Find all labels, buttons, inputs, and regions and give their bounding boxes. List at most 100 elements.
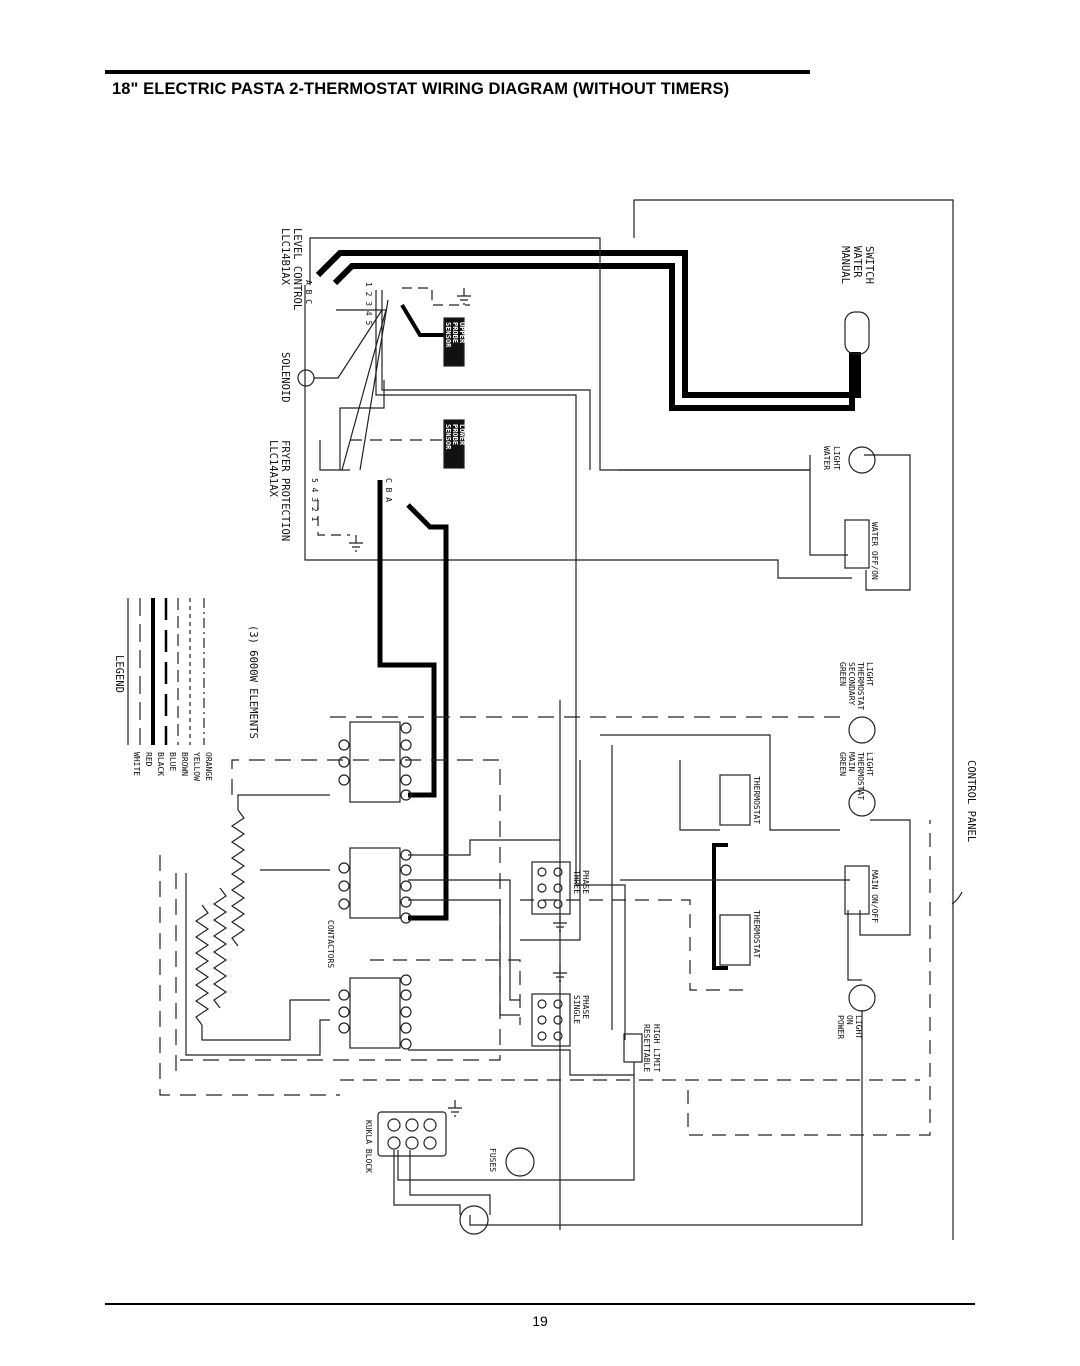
wire-upper-probe: [400, 303, 444, 337]
green-secondary-label: LIGHT: [865, 662, 874, 686]
wire-fryer-frame: [319, 440, 350, 471]
kukla-term: [423, 1118, 437, 1132]
solenoid-coil: [297, 369, 315, 387]
wire-water-light: [618, 455, 811, 471]
kukla-term: [405, 1118, 419, 1132]
dashed-element-1: [180, 759, 501, 1061]
wire-fryer-to-level: [339, 380, 385, 470]
three-phase-label: THREE: [572, 870, 581, 894]
page-title: 18" ELECTRIC PASTA 2-THERMOSTAT WIRING D…: [112, 80, 730, 98]
wire-main-switch-b: [847, 910, 862, 981]
power-on-light-label: LIGHT: [854, 1015, 863, 1039]
green-secondary-label: GREEN: [838, 662, 847, 686]
wire-level-frame-b: [304, 285, 852, 579]
wire-therm-2: [600, 734, 840, 831]
wire-ct-2: [408, 879, 520, 1001]
wire-ct-1: [408, 839, 560, 856]
resettable-high-limit-label: RESETTABLE: [642, 1024, 651, 1072]
wire-ct-3: [408, 899, 520, 1016]
wire-el-1: [237, 794, 330, 810]
thermostat-lower: [719, 914, 751, 966]
thick-wire-b: [332, 263, 855, 411]
fryer-protection-label: LLC14A1AX: [267, 440, 279, 498]
level-control-label: LEVEL CONTROL: [291, 228, 303, 310]
wire-term-2: [381, 290, 591, 470]
power-on-light-label: POWER: [836, 1015, 845, 1039]
legend-item: BLACK: [156, 752, 165, 776]
sensor-probe-lower-box: [443, 419, 465, 469]
green-main-light: [848, 789, 876, 817]
wire-therm-5: [520, 760, 581, 941]
water-light-label: LIGHT: [832, 446, 841, 470]
wire-dashed-therm-b: [370, 959, 521, 1025]
wire-dashed-panel: [687, 820, 931, 1136]
wire-upper-probe-dash: [402, 287, 470, 306]
water-off-on-label: WATER OFF/ON: [870, 522, 879, 580]
manual-water-switch-label: MANUAL: [839, 246, 851, 284]
water-light: [848, 446, 876, 474]
kukla-term: [387, 1118, 401, 1132]
high-limit-body: [623, 1033, 643, 1063]
element-coil-2: [212, 887, 228, 1009]
sensor-probe-upper-label: UPPER: [458, 322, 466, 344]
manual-water-switch-label: WATER: [851, 246, 863, 278]
level-abc-terminals: A B C: [304, 280, 313, 304]
sensor-probe-upper-label: SENSOR: [444, 322, 452, 348]
green-main-label: THERMOSTAT: [856, 752, 865, 800]
control-panel-pointer: [951, 891, 963, 905]
power-inlet: [459, 1205, 489, 1235]
sensor-probe-lower-label: SENSOR: [444, 424, 452, 450]
legend-item: BROWN: [180, 752, 189, 776]
legend-item: RED: [144, 752, 153, 767]
elements-label: (3) 6000W ELEMENTS: [247, 625, 259, 739]
kukla-term: [387, 1136, 401, 1150]
kukla-term: [405, 1136, 419, 1150]
wire-level-frame: [309, 237, 848, 556]
green-main-label: LIGHT: [865, 752, 874, 776]
wire-ct-4: [408, 1049, 634, 1076]
single-phase-label: SINGLE: [572, 995, 581, 1024]
ground-symbols: [349, 288, 567, 1117]
green-secondary-light: [848, 716, 876, 744]
contactor-1: [349, 721, 401, 803]
legend-title: LEGEND: [113, 655, 125, 693]
fryer-cba-terminals: C B A: [384, 478, 393, 502]
wire-dashed-therm: [520, 899, 750, 991]
sensor-probe-lower-label: LOWER: [458, 424, 466, 446]
sensor-probe-upper-box: [443, 317, 465, 367]
single-phase-label: PHASE: [581, 995, 590, 1019]
top-rule: [105, 70, 810, 74]
legend-item: YELLOW: [192, 752, 201, 781]
legend-lines: [127, 598, 205, 745]
thermostat-lower-label: THERMOSTAT: [752, 910, 761, 958]
level-12345-terminals: 1 2 3 4 5: [364, 282, 373, 326]
fuse: [505, 1147, 535, 1177]
wire-solenoid: [314, 309, 383, 379]
wire-high-limit: [397, 1062, 635, 1181]
three-phase-block: [531, 861, 571, 915]
page-number: 19: [532, 1313, 548, 1329]
power-on-light-label: ON: [845, 1015, 854, 1025]
sensor-probe-upper-label: PROBE: [451, 322, 459, 343]
manual-water-switch-body: [844, 311, 870, 355]
wire-term-3: [336, 309, 387, 471]
fryer-protection-label: FRYER PROTECTION: [279, 440, 291, 541]
wire-therm-4: [679, 760, 720, 831]
wire-power-feed-b: [409, 1150, 491, 1215]
sensor-probe-lower-label: PROBE: [451, 424, 459, 445]
kukla-block-label: KUKLA BLOCK: [364, 1120, 373, 1173]
dashed-element-3: [159, 855, 340, 1096]
kukla-block: [377, 1111, 447, 1157]
wire-el-2: [201, 999, 330, 1041]
wire-term-1: [375, 290, 626, 1040]
wire-el-3: [185, 873, 330, 1056]
manual-water-switch-label: SWITCH: [863, 246, 875, 284]
green-secondary-label: THERMOSTAT: [856, 662, 865, 710]
kukla-term: [423, 1136, 437, 1150]
thick-wire-fryer-a: [406, 503, 449, 921]
three-phase-label: PHASE: [581, 870, 590, 894]
green-secondary-label: SECONDARY: [847, 662, 856, 706]
element-coil-1: [230, 809, 246, 947]
